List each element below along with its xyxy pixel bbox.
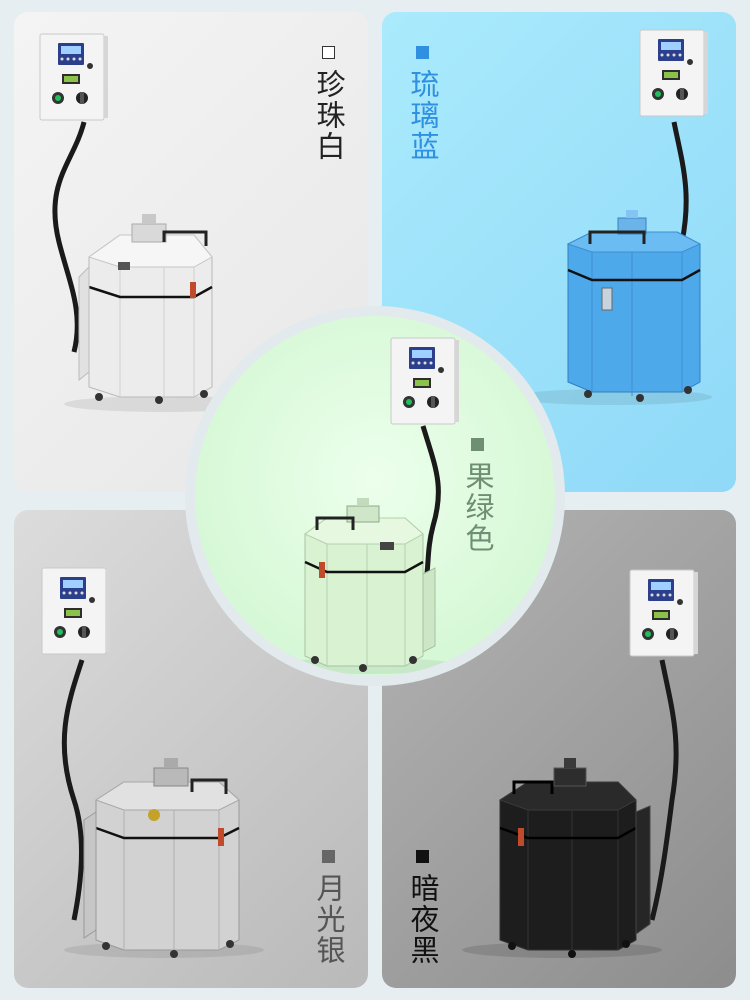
variant-label-night-black: 暗夜黑 — [406, 850, 440, 966]
color-swatch — [416, 46, 429, 59]
product-image-night-black — [462, 569, 699, 958]
variant-label-pearl-white: 珍珠白 — [312, 46, 346, 162]
variant-name: 琉璃蓝 — [406, 69, 440, 162]
color-swatch — [471, 438, 484, 451]
variant-panel-pearl-white: 珍珠白 — [14, 12, 368, 492]
variant-name: 暗夜黑 — [406, 873, 440, 966]
product-image-fruit-green — [265, 337, 465, 674]
product-image-glaze-blue — [512, 29, 712, 405]
variant-name: 珍珠白 — [312, 69, 346, 162]
variant-name: 果绿色 — [461, 461, 495, 554]
color-swatch — [322, 850, 335, 863]
variant-label-glaze-blue: 琉璃蓝 — [406, 46, 440, 162]
green-circle-background: 果绿色 — [195, 316, 555, 676]
color-swatch — [322, 46, 335, 59]
variant-label-moonlight-silver: 月光银 — [312, 850, 346, 966]
color-swatch — [416, 850, 429, 863]
variant-name: 月光银 — [312, 873, 346, 966]
product-image-moonlight-silver — [41, 567, 264, 958]
variant-panel-fruit-green: 果绿色 — [185, 306, 565, 686]
variant-label-fruit-green: 果绿色 — [461, 438, 495, 554]
